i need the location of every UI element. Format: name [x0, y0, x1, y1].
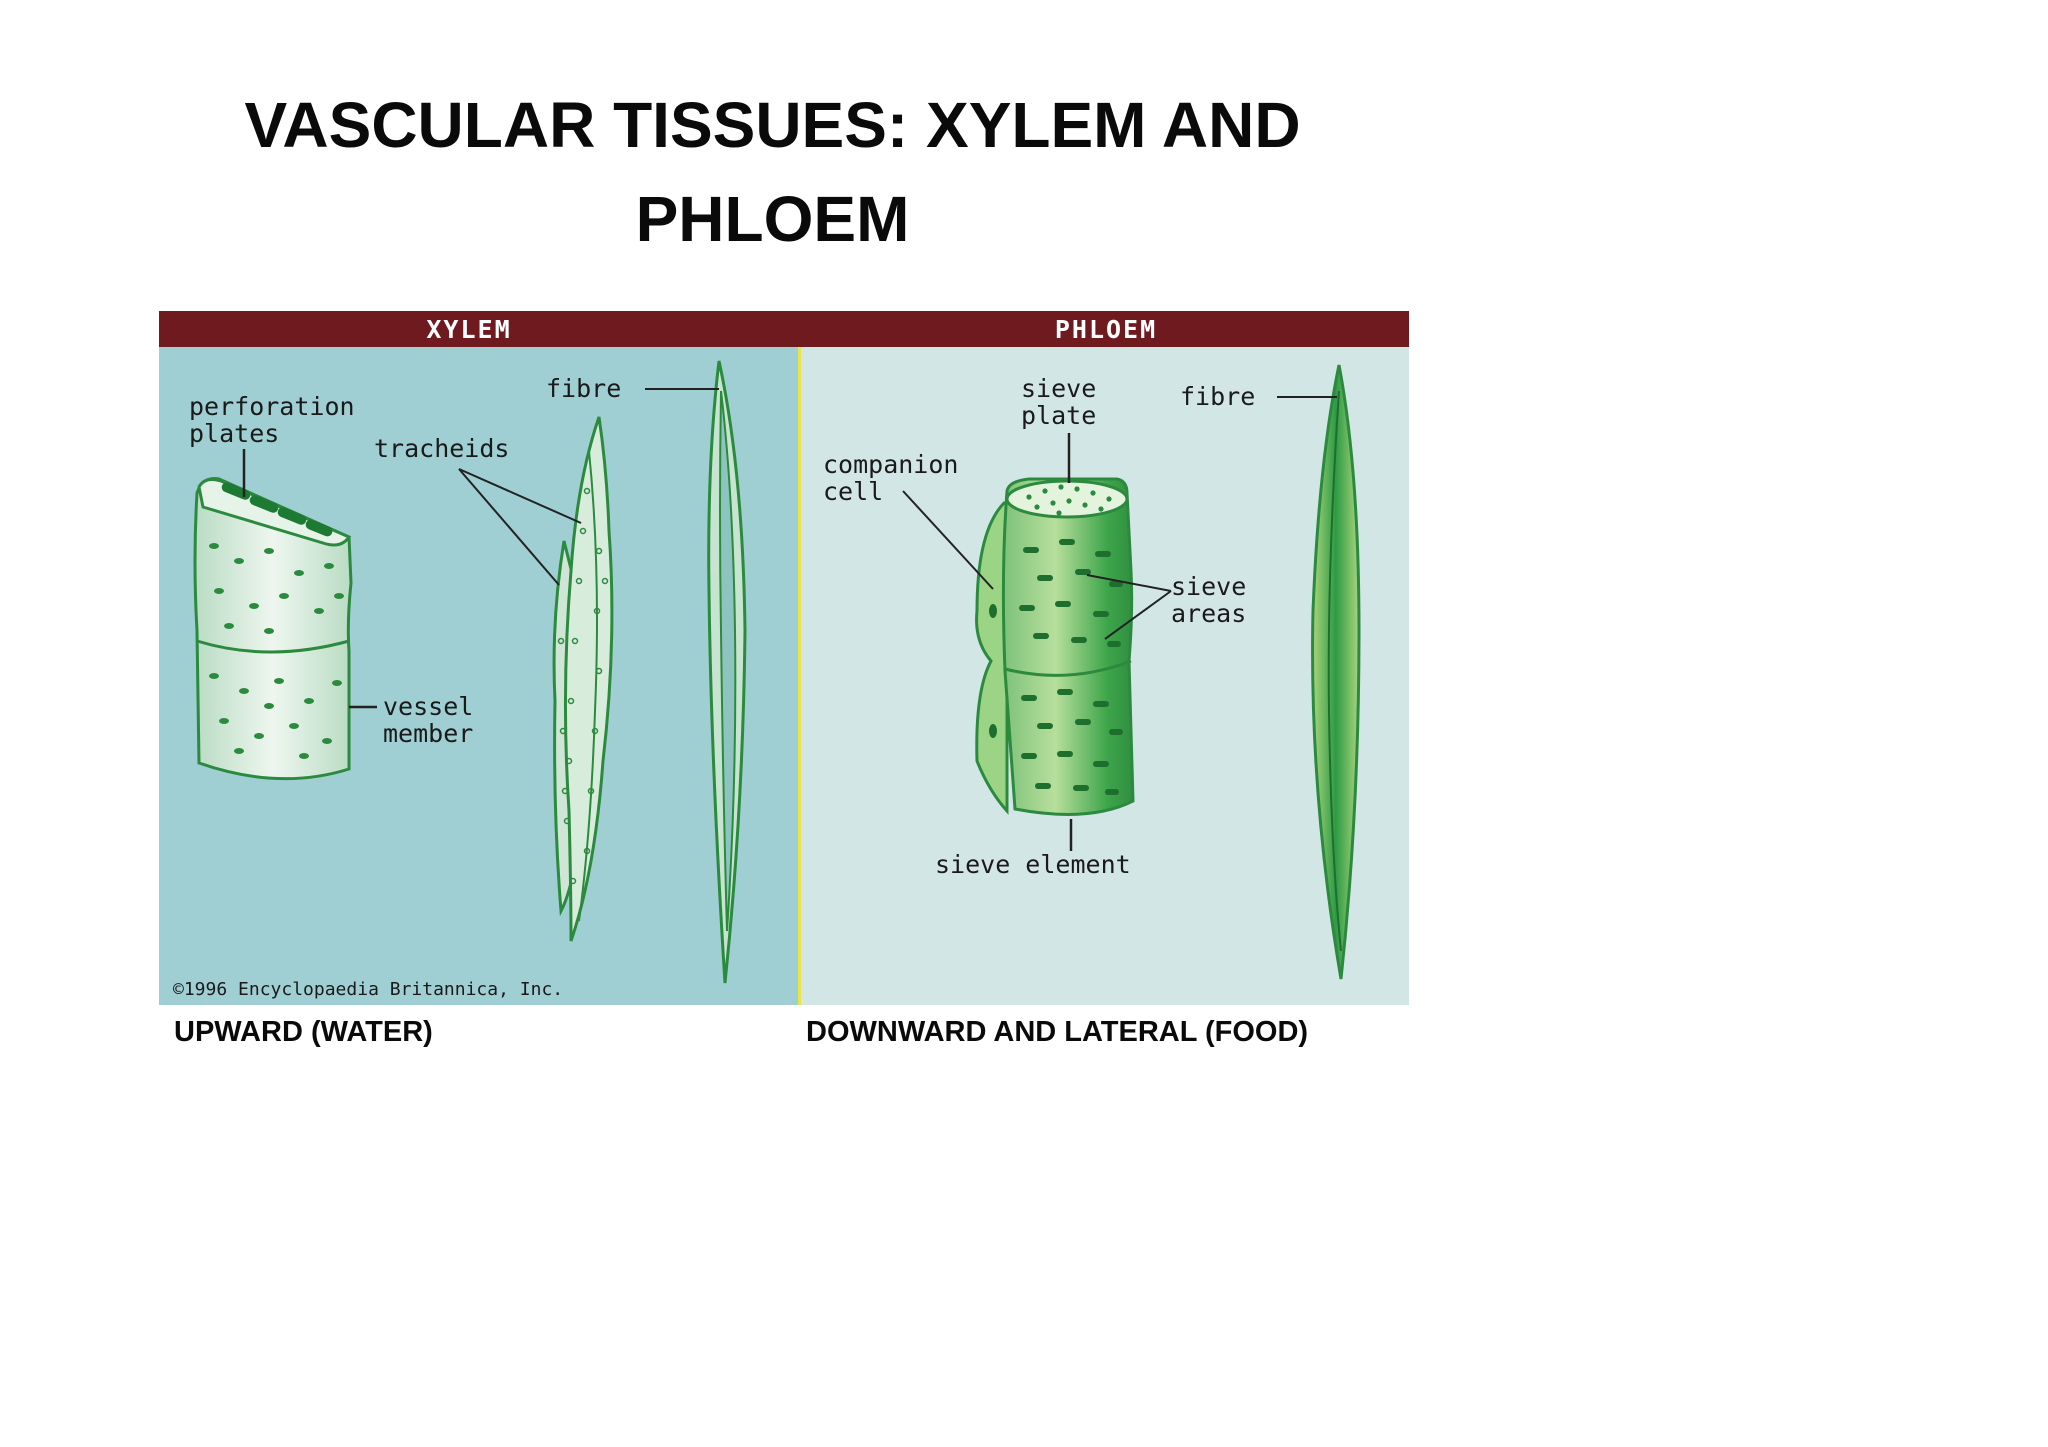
label-companion-cell-1: companion — [823, 450, 958, 479]
slide-title-line-2: PHLOEM — [635, 183, 910, 255]
label-sieve-plate-2: plate — [1021, 401, 1096, 430]
label-sieve-element: sieve element — [935, 850, 1131, 879]
label-xylem-fibre: fibre — [546, 374, 621, 403]
xylem-header: XYLEM — [426, 315, 511, 344]
label-vessel-member-2: member — [383, 719, 473, 748]
tracheids-pointer-2 — [458, 468, 560, 586]
label-tracheids: tracheids — [374, 434, 509, 463]
label-sieve-areas-1: sieve — [1171, 572, 1246, 601]
slide-title-line-1: VASCULAR TISSUES: XYLEM AND — [244, 89, 1301, 161]
label-sieve-plate-1: sieve — [1021, 374, 1096, 403]
sieve-areas-pointer-1 — [1086, 574, 1172, 592]
sieve-areas-pointer-2 — [1104, 590, 1172, 640]
label-companion-cell-2: cell — [823, 477, 883, 506]
tracheids-pointer-1 — [458, 468, 582, 524]
caption-upward-water: UPWARD (WATER) — [174, 1016, 433, 1048]
label-sieve-areas-2: areas — [1171, 599, 1246, 628]
tracheids-illustration — [552, 416, 614, 942]
label-phloem-fibre: fibre — [1180, 382, 1255, 411]
phloem-header: PHLOEM — [1055, 315, 1157, 344]
label-perforation-plates-1: perforation — [189, 392, 355, 421]
xylem-fibre-illustration — [707, 360, 747, 984]
caption-downward-lateral-food: DOWNWARD AND LATERAL (FOOD) — [806, 1016, 1309, 1048]
label-vessel-member-1: vessel — [383, 692, 473, 721]
slide-title: VASCULAR TISSUES: XYLEM AND PHLOEM — [0, 78, 1545, 266]
sieve-element-illustration — [975, 477, 1135, 816]
phloem-fibre-illustration — [1311, 364, 1361, 980]
companion-cell-pointer — [902, 490, 994, 590]
xylem-phloem-diagram: XYLEM PHLOEM — [159, 311, 1409, 1005]
header-band — [159, 311, 1409, 347]
label-perforation-plates-2: plates — [189, 419, 279, 448]
copyright-credit: ©1996 Encyclopaedia Britannica, Inc. — [173, 979, 563, 1000]
panel-divider — [798, 347, 801, 1005]
